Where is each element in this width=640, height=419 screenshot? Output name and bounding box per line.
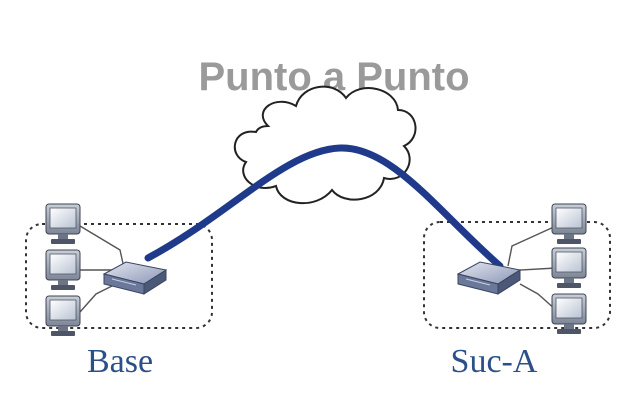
site-label-suc-a: Suc-A	[451, 343, 538, 380]
computer-icon	[45, 295, 81, 337]
computer-icon	[551, 293, 587, 335]
computer-icon	[45, 203, 81, 245]
computer-icon	[551, 203, 587, 245]
lan-boundary-base	[25, 223, 213, 329]
computer-icon	[45, 249, 81, 291]
lan-boundary-suc-a	[423, 221, 611, 329]
computer-icon	[551, 247, 587, 289]
suc-a-cabling	[507, 225, 557, 311]
router-icon	[457, 261, 521, 295]
router-icon	[103, 261, 167, 295]
site-label-base: Base	[87, 343, 153, 380]
point-to-point-link	[144, 144, 504, 270]
